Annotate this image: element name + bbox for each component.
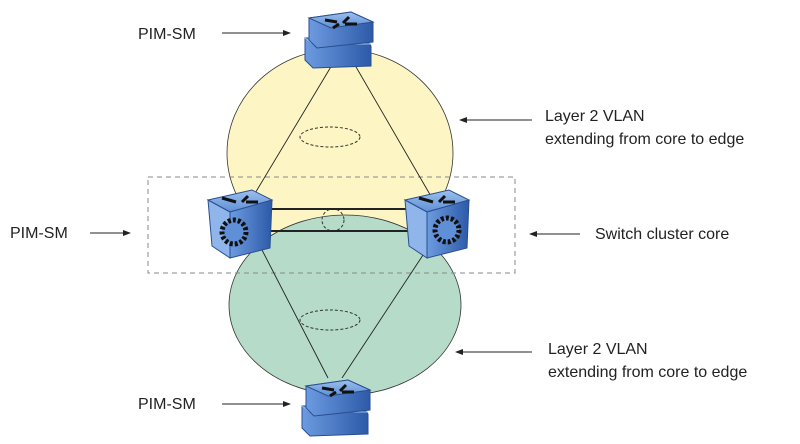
label-bottom-router: PIM-SM: [138, 396, 196, 413]
label-top-vlan-1: Layer 2 VLAN: [545, 108, 645, 125]
routing-switch-icon[interactable]: [206, 189, 274, 259]
bottom-dashed-ellipse: [299, 309, 361, 331]
routing-switch-icon[interactable]: [403, 189, 471, 259]
top-dashed-ellipse: [299, 126, 361, 148]
label-top-vlan-2: extending from core to edge: [545, 131, 745, 148]
router-icon[interactable]: [304, 11, 375, 69]
label-top-router: PIM-SM: [138, 26, 196, 43]
label-cluster: Switch cluster core: [595, 226, 730, 243]
arrows: [90, 30, 580, 407]
links: [247, 59, 433, 379]
label-left-cluster: PIM-SM: [10, 225, 68, 242]
label-bottom-vlan-2: extending from core to edge: [548, 364, 748, 381]
label-bottom-vlan-1: Layer 2 VLAN: [548, 341, 648, 358]
router-icon[interactable]: [301, 379, 372, 437]
switch-cluster-box: [147, 176, 516, 274]
